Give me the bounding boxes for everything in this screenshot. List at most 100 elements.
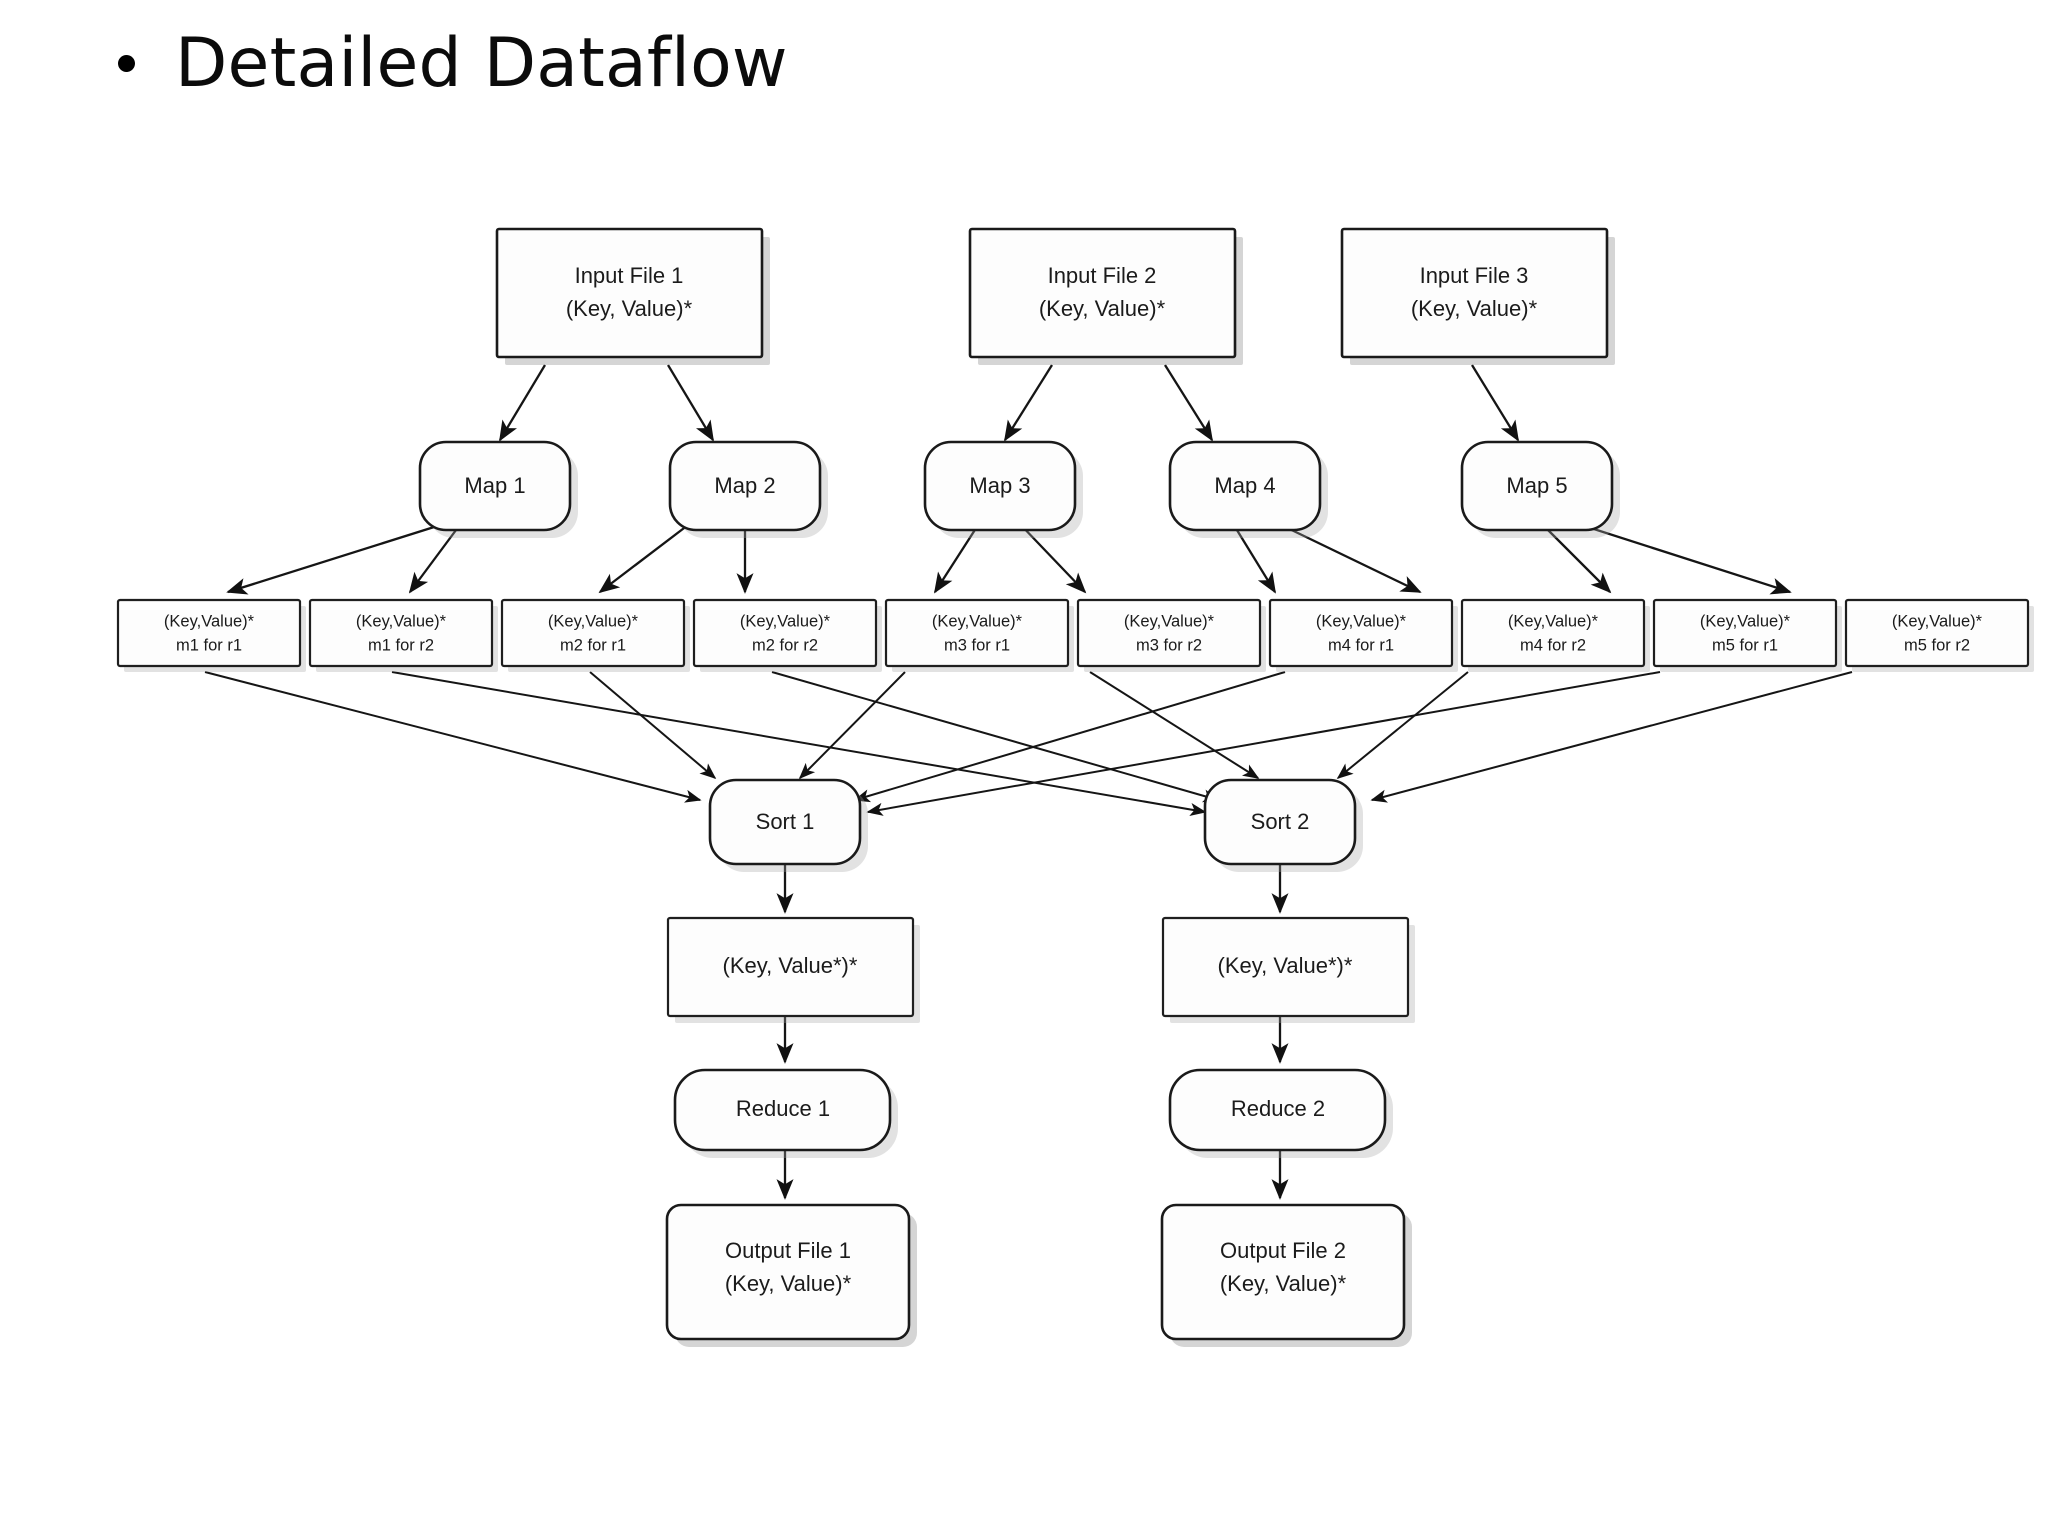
output-file-2-line2: (Key, Value)* <box>1220 1271 1347 1296</box>
slide-title-row: Detailed Dataflow <box>118 28 788 99</box>
edges-sort-to-output <box>776 862 1289 1200</box>
kv-m5-r1-line2: m5 for r1 <box>1712 636 1778 654</box>
node-kv-m2-r1[interactable]: (Key,Value)* m2 for r1 <box>500 598 690 672</box>
edge-kv-m2-r2-sort2 <box>771 671 1220 803</box>
kv-m5-r2-line1: (Key,Value)* <box>1892 612 1983 630</box>
input-file-3-line2: (Key, Value)* <box>1411 296 1538 321</box>
sort-1-label: Sort 1 <box>756 809 815 834</box>
kv-m4-r2-line1: (Key,Value)* <box>1508 612 1599 630</box>
output-file-2-line1: Output File 2 <box>1220 1238 1346 1263</box>
node-input-file-3[interactable]: Input File 3 (Key, Value)* <box>1340 227 1615 365</box>
edge-input1-map1 <box>499 364 546 442</box>
edge-kv-m5-r2-sort2 <box>1370 671 1853 803</box>
edges-map-to-intermediate <box>226 520 1792 595</box>
output-file-1-line1: Output File 1 <box>725 1238 851 1263</box>
node-kv-m3-r1[interactable]: (Key,Value)* m3 for r1 <box>884 598 1074 672</box>
edge-map5-kv-m5-r2 <box>1571 520 1792 595</box>
edge-input2-map3 <box>1004 364 1053 442</box>
node-kv-m5-r2[interactable]: (Key,Value)* m5 for r2 <box>1844 598 2034 672</box>
node-kv-m2-r2[interactable]: (Key,Value)* m2 for r2 <box>692 598 882 672</box>
edge-kv-m1-r2-sort2 <box>391 671 1207 816</box>
output-file-1-line2: (Key, Value)* <box>725 1271 852 1296</box>
map-nodes: Map 1 Map 2 Map 3 Map 4 <box>418 440 1620 538</box>
kv-m3-r2-line1: (Key,Value)* <box>1124 612 1215 630</box>
node-map-2[interactable]: Map 2 <box>668 440 828 538</box>
kv-m3-r1-line2: m3 for r1 <box>944 636 1010 654</box>
sort-2-label: Sort 2 <box>1251 809 1310 834</box>
page-title: Detailed Dataflow <box>175 24 788 103</box>
map-2-label: Map 2 <box>714 473 775 498</box>
node-kv-m4-r2[interactable]: (Key,Value)* m4 for r2 <box>1460 598 1650 672</box>
kv-m4-r2-line2: m4 for r2 <box>1520 636 1586 654</box>
reduce-2-label: Reduce 2 <box>1231 1096 1325 1121</box>
node-input-file-2[interactable]: Input File 2 (Key, Value)* <box>968 227 1243 365</box>
node-kv-m3-r2[interactable]: (Key,Value)* m3 for r2 <box>1076 598 1266 672</box>
node-kv-m4-r1[interactable]: (Key,Value)* m4 for r1 <box>1268 598 1458 672</box>
map-3-label: Map 3 <box>969 473 1030 498</box>
edge-map4-kv-m4-r2 <box>1274 520 1422 594</box>
kv-m5-r1-line1: (Key,Value)* <box>1700 612 1791 630</box>
bullet-dot-icon <box>118 55 135 72</box>
kv-m1-r2-line1: (Key,Value)* <box>356 612 447 630</box>
reduce-1-label: Reduce 1 <box>736 1096 830 1121</box>
edge-map1-kv-m1-r2 <box>408 521 463 594</box>
edges-input-to-map <box>499 364 1519 442</box>
kv-m2-r2-line2: m2 for r2 <box>752 636 818 654</box>
node-map-1[interactable]: Map 1 <box>418 440 578 538</box>
kv-m2-r1-line2: m2 for r1 <box>560 636 626 654</box>
edge-map3-kv-m3-r2 <box>1017 521 1087 594</box>
input-file-1-line1: Input File 1 <box>575 263 684 288</box>
output-file-nodes: Output File 1 (Key, Value)* Output File … <box>665 1203 1412 1347</box>
node-input-file-1[interactable]: Input File 1 (Key, Value)* <box>495 227 770 365</box>
edges-intermediate-to-sort <box>204 671 1853 816</box>
grouped-nodes: (Key, Value*)* (Key, Value*)* <box>666 916 1415 1023</box>
node-kv-m1-r1[interactable]: (Key,Value)* m1 for r1 <box>116 598 306 672</box>
edge-map2-kv-m2-r1 <box>598 521 693 594</box>
edge-kv-m3-r2-sort2 <box>1089 671 1260 779</box>
grouped-2-label: (Key, Value*)* <box>1218 953 1353 978</box>
sort-nodes: Sort 1 Sort 2 <box>708 778 1363 872</box>
edge-input1-map2 <box>667 364 714 442</box>
edge-kv-m3-r1-sort1 <box>798 671 906 780</box>
node-reduce-2[interactable]: Reduce 2 <box>1168 1068 1393 1158</box>
node-grouped-2[interactable]: (Key, Value*)* <box>1161 916 1415 1023</box>
intermediate-nodes: (Key,Value)* m1 for r1 (Key,Value)* m1 f… <box>116 598 2034 672</box>
edge-kv-m1-r1-sort1 <box>204 671 702 803</box>
reduce-nodes: Reduce 1 Reduce 2 <box>673 1068 1393 1158</box>
kv-m3-r1-line1: (Key,Value)* <box>932 612 1023 630</box>
edge-kv-m5-r1-sort1 <box>866 671 1661 816</box>
input-file-2-line2: (Key, Value)* <box>1039 296 1166 321</box>
kv-m2-r1-line1: (Key,Value)* <box>548 612 639 630</box>
edge-map5-kv-m5-r1 <box>1539 521 1612 594</box>
node-kv-m5-r1[interactable]: (Key,Value)* m5 for r1 <box>1652 598 1842 672</box>
edge-input3-map5 <box>1471 364 1519 442</box>
map-5-label: Map 5 <box>1506 473 1567 498</box>
edge-map3-kv-m3-r1 <box>934 521 981 594</box>
edge-input2-map4 <box>1164 364 1213 442</box>
node-grouped-1[interactable]: (Key, Value*)* <box>666 916 920 1023</box>
node-map-4[interactable]: Map 4 <box>1168 440 1328 538</box>
node-output-file-1[interactable]: Output File 1 (Key, Value)* <box>665 1203 917 1347</box>
input-file-3-line1: Input File 3 <box>1420 263 1529 288</box>
kv-m5-r2-line2: m5 for r2 <box>1904 636 1970 654</box>
kv-m2-r2-line1: (Key,Value)* <box>740 612 831 630</box>
input-file-1-line2: (Key, Value)* <box>566 296 693 321</box>
node-map-3[interactable]: Map 3 <box>923 440 1083 538</box>
map-4-label: Map 4 <box>1214 473 1275 498</box>
edge-kv-m4-r1-sort1 <box>853 671 1286 803</box>
kv-m4-r1-line1: (Key,Value)* <box>1316 612 1407 630</box>
grouped-1-label: (Key, Value*)* <box>723 953 858 978</box>
node-output-file-2[interactable]: Output File 2 (Key, Value)* <box>1160 1203 1412 1347</box>
edge-kv-m2-r1-sort1 <box>589 671 717 780</box>
edge-map1-kv-m1-r1 <box>226 520 451 595</box>
kv-m3-r2-line2: m3 for r2 <box>1136 636 1202 654</box>
kv-m1-r1-line2: m1 for r1 <box>176 636 242 654</box>
kv-m1-r2-line2: m1 for r2 <box>368 636 434 654</box>
node-reduce-1[interactable]: Reduce 1 <box>673 1068 898 1158</box>
node-map-5[interactable]: Map 5 <box>1460 440 1620 538</box>
node-sort-1[interactable]: Sort 1 <box>708 778 868 872</box>
node-kv-m1-r2[interactable]: (Key,Value)* m1 for r2 <box>308 598 498 672</box>
node-sort-2[interactable]: Sort 2 <box>1203 778 1363 872</box>
